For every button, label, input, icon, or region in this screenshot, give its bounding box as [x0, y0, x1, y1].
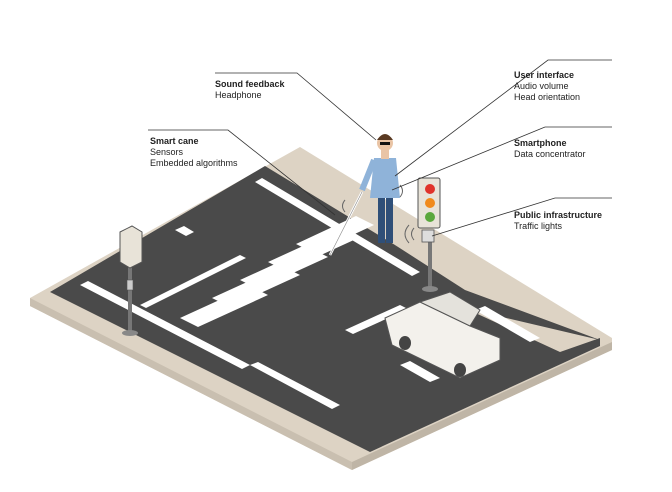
road-asphalt: [50, 166, 600, 452]
label-line: Audio volume: [514, 81, 569, 91]
traffic-light: [404, 177, 441, 292]
road-asphalt-right: [395, 245, 600, 340]
label-line: Headphone: [215, 90, 262, 100]
pedestrian-figure: [328, 134, 403, 256]
label-title: Smart cane: [150, 136, 199, 146]
label-line: Head orientation: [514, 92, 581, 102]
label-line: Sensors: [150, 147, 184, 157]
car: [384, 291, 501, 379]
callout-lines: [148, 59, 612, 237]
label-line: Embedded algorithms: [150, 158, 238, 168]
label-public-infrastructure: Public infrastructure Traffic lights: [514, 210, 602, 232]
label-title: Public infrastructure: [514, 210, 603, 220]
label-line: Data concentrator: [514, 149, 586, 159]
label-title: User interface: [514, 70, 575, 80]
crosswalk: [180, 216, 374, 327]
slab-edge-right: [352, 342, 612, 470]
slab-edge: [30, 298, 352, 470]
left-signal-pole: [119, 225, 143, 336]
label-smartphone: Smartphone Data concentrator: [514, 138, 586, 160]
label-smart-cane: Smart cane Sensors Embedded algorithms: [150, 136, 238, 169]
label-line: Traffic lights: [514, 221, 563, 231]
label-title: Smartphone: [514, 138, 567, 148]
label-title: Sound feedback: [215, 79, 285, 89]
label-sound-feedback: Sound feedback Headphone: [215, 79, 285, 101]
label-user-interface: User interface Audio volume Head orienta…: [514, 70, 580, 103]
